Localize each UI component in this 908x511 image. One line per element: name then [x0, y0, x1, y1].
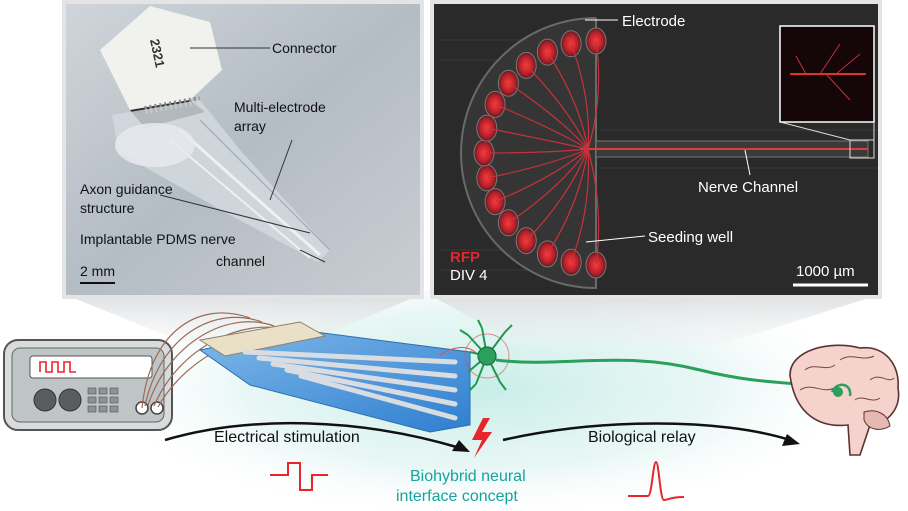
stimulation-arrow	[164, 421, 461, 450]
electrode-trace	[256, 355, 458, 379]
axon-branch	[525, 148, 589, 242]
connector-body	[100, 6, 222, 110]
stimulation-label: Electrical stimulation	[214, 429, 360, 446]
knob-left[interactable]	[33, 388, 57, 412]
square-pulse-icon	[270, 462, 328, 491]
axon-branch	[508, 148, 589, 224]
nerve-channel-label: Nerve Channel	[698, 179, 798, 196]
axon-branch	[570, 43, 590, 150]
stain-label: RFP	[450, 249, 480, 266]
connector-id: 2321	[147, 37, 168, 68]
connector-block	[198, 321, 327, 357]
axon-branch	[587, 40, 600, 150]
axon-branch	[483, 148, 589, 154]
action-potential-icon	[628, 460, 685, 502]
micro-cone	[430, 295, 878, 345]
electrode-trace	[284, 367, 458, 407]
micro-scale-label: 1000 µm	[796, 263, 855, 280]
pdms-label-line1: Implantable PDMS nerve	[80, 231, 236, 247]
axon-label-line2: structure	[80, 200, 135, 216]
knob-right[interactable]	[58, 388, 82, 412]
div-label: DIV 4	[450, 267, 488, 284]
electrode-trace	[270, 361, 458, 393]
connector-label: Connector	[272, 40, 337, 56]
axon-label-line1: Axon guidance	[80, 181, 173, 197]
stimulator-device	[3, 339, 173, 431]
relay-arrow	[502, 422, 791, 442]
photo-cone	[66, 295, 420, 345]
axon-branch	[587, 148, 600, 266]
axon-branch	[494, 103, 589, 150]
axon-branch	[486, 127, 589, 150]
seeding-well-label: Seeding well	[648, 229, 733, 246]
stimulator-screen	[29, 355, 153, 379]
axon-branch	[525, 64, 589, 150]
concept-label-line2: interface concept	[396, 488, 518, 505]
neuron-cell	[459, 319, 836, 391]
photo-scale-label: 2 mm	[80, 263, 115, 279]
axon-branch	[546, 51, 589, 150]
electrode-trace	[242, 349, 458, 365]
concept-label-line1: Biohybrid neural	[410, 468, 526, 485]
mea-label-line1: Multi-electrode	[234, 99, 326, 115]
output-port-2[interactable]	[150, 401, 164, 415]
mea-label-line2: array	[234, 118, 266, 134]
micro-panel: Electrode Nerve Channel Seeding well RFP…	[430, 0, 882, 299]
brain-icon	[789, 344, 900, 456]
lightning-icon	[472, 418, 492, 458]
electrode-label: Electrode	[622, 13, 685, 30]
axon-branch	[570, 148, 590, 263]
implant-device	[198, 321, 479, 433]
electrode-trace	[298, 373, 458, 421]
relay-label: Biological relay	[588, 429, 696, 446]
axon-branch	[508, 82, 589, 150]
pdms-label-line2: channel	[216, 253, 265, 269]
axon-branch	[546, 148, 589, 255]
axon-branch	[494, 148, 589, 203]
axon-branch	[486, 148, 589, 179]
photo-panel: 2321 Connector Multi-electrode array Axo…	[62, 0, 424, 299]
